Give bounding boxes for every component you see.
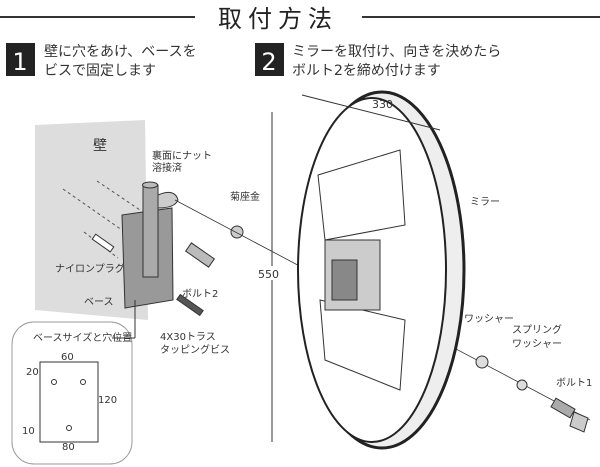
page-title: 取付方法 (218, 5, 338, 33)
mirror-label: ミラー (470, 196, 500, 208)
base-height: 120 (98, 395, 117, 406)
width-dim-line (301, 94, 441, 131)
mirror-height: 550 (258, 268, 279, 281)
nut-label-2: 溶接済 (152, 161, 182, 174)
base-post (142, 184, 159, 278)
bolt-1 (550, 397, 589, 433)
tapping-screw (176, 293, 204, 317)
bolt-2 (184, 242, 216, 268)
screw-label-1: 4X30トラス (160, 331, 216, 343)
kiku-washer-label: 菊座金 (230, 190, 260, 203)
nylon-plug-label: ナイロンプラグ (55, 262, 125, 275)
mirror-width: 330 (372, 98, 393, 111)
washer-label: ワッシャー (464, 314, 514, 325)
step-2-badge (255, 43, 284, 76)
kiku-washer (230, 225, 244, 239)
spring-washer-label-1: スプリング (512, 323, 562, 336)
spring-washer-label-2: ワッシャー (512, 339, 562, 350)
nylon-plug (91, 233, 115, 253)
mirror (297, 90, 466, 450)
base-label: ベース (84, 296, 114, 308)
step-2-number: 2 (261, 48, 276, 76)
wall-label: 壁 (93, 138, 107, 154)
step-1-line2: ビスで固定します (44, 63, 156, 79)
step-2-line2: ボルト2を締め付けます (292, 62, 441, 79)
base-width: 80 (62, 442, 75, 453)
bolt-2-label: ボルト2 (182, 288, 218, 300)
washer (475, 355, 489, 369)
base-hole-spacing: 60 (61, 352, 74, 363)
screw-label-2: タッピングビス (160, 343, 230, 356)
wall (35, 120, 148, 320)
step-2-line1: ミラーを取付け、向きを決めたら (292, 44, 501, 60)
nut-label-1: 裏面にナット (152, 149, 212, 162)
bolt-1-label: ボルト1 (556, 377, 592, 389)
step-1-badge (6, 43, 35, 76)
bracket-tab (157, 191, 179, 209)
step-1-line1: 壁に穴をあけ、ベースを (44, 44, 197, 60)
step-1-number: 1 (12, 48, 27, 76)
spring-washer (516, 379, 528, 391)
base-outline (39, 361, 99, 443)
hole-guides (62, 180, 141, 259)
base-size-label: ベースサイズと穴位置 (33, 331, 132, 344)
base-top-offset: 20 (26, 367, 39, 378)
base-bottom-offset: 10 (22, 426, 35, 437)
